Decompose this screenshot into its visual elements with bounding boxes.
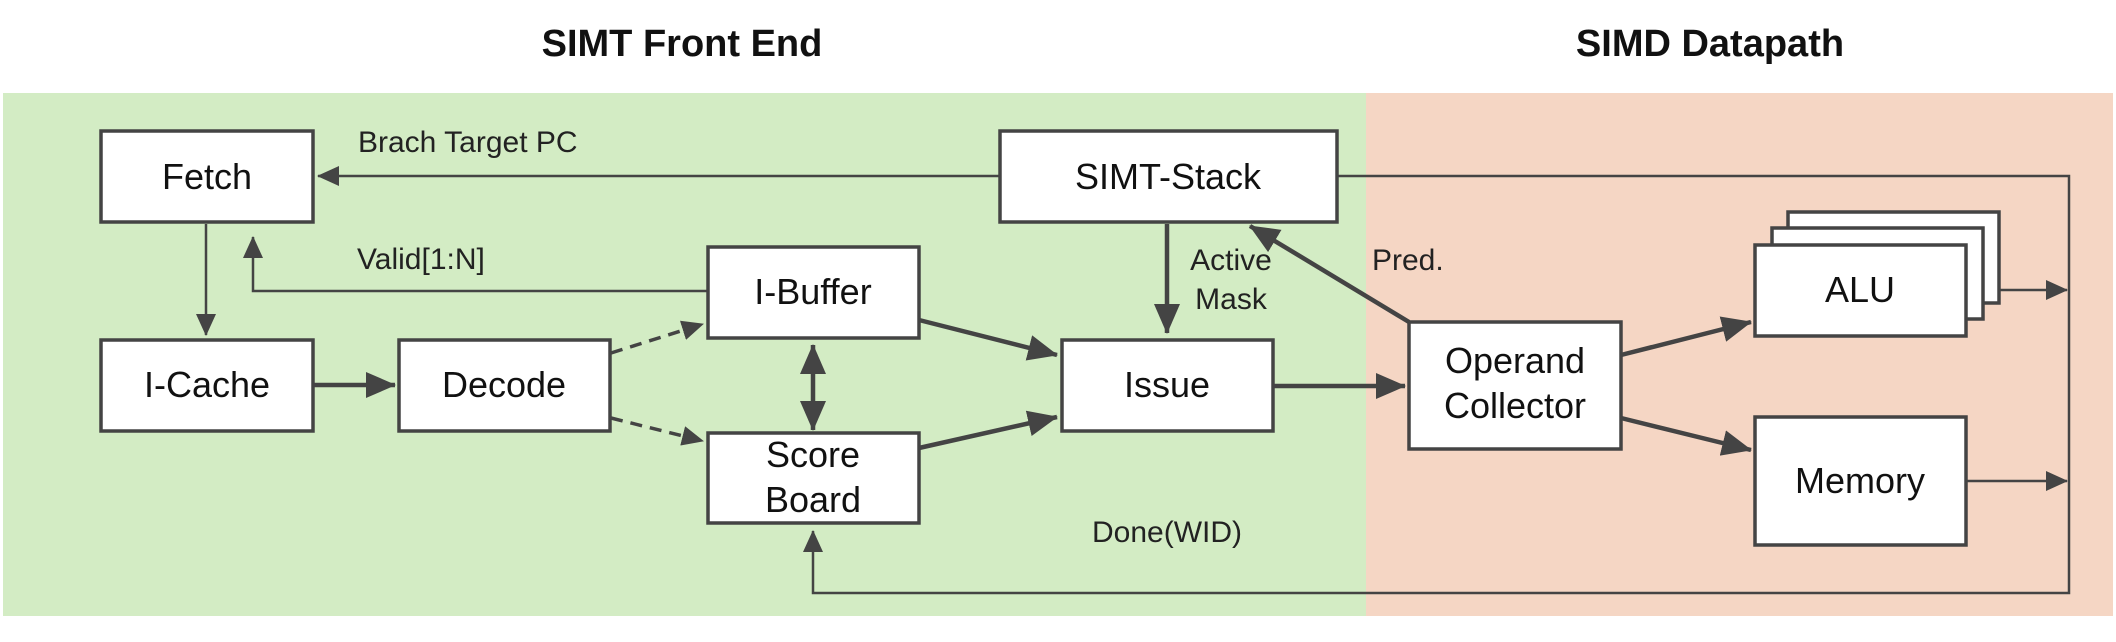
pred-label: Pred. [1372,244,1444,277]
decode-to-scoreboard-arrow [610,416,704,446]
active-mask-label-line2: Mask [1195,283,1268,316]
fetch-block: Fetch [99,129,315,224]
decode-to-ibuffer-arrow [610,320,704,355]
operand-to-alu-arrow [1620,316,1752,358]
icache-block: I-Cache [99,338,315,433]
done-label: Done(WID) [1092,516,1242,549]
simt-stack-label: SIMT-Stack [1075,156,1262,197]
datapath-title: SIMD Datapath [1576,23,1844,65]
pred-arrow [1248,224,1411,324]
issue-block: Issue [1060,338,1275,433]
done-feedback-line [803,174,2071,595]
ibuffer-block: I-Buffer [706,245,921,340]
icache-label: I-Cache [144,364,270,405]
decode-block: Decode [397,338,612,433]
operand-collector-label-line1: Operand [1445,340,1585,381]
branch-target-label: Brach Target PC [358,126,578,159]
alu-block: ALU [1753,243,1968,338]
issue-label: Issue [1124,364,1210,405]
valid-label: Valid[1:N] [357,243,485,276]
scoreboard-label-line2: Board [765,479,861,520]
operand-collector-label-line2: Collector [1444,385,1586,426]
alu-label: ALU [1825,269,1895,310]
valid-arrow [243,236,708,293]
ibuffer-to-issue-arrow [918,317,1058,361]
active-mask-label-line1: Active [1190,244,1272,277]
ibuffer-label: I-Buffer [754,271,871,312]
memory-label: Memory [1795,460,1925,501]
memory-block: Memory [1753,415,1968,547]
operand-to-memory-arrow [1620,415,1752,456]
scoreboard-block: Score Board [706,431,921,525]
decode-label: Decode [442,364,566,405]
front-end-title: SIMT Front End [542,23,823,65]
scoreboard-label-line1: Score [766,434,860,475]
simt-stack-block: SIMT-Stack [998,129,1339,224]
operand-collector-block: Operand Collector [1407,320,1623,451]
scoreboard-to-issue-arrow [918,410,1058,451]
fetch-label: Fetch [162,156,252,197]
